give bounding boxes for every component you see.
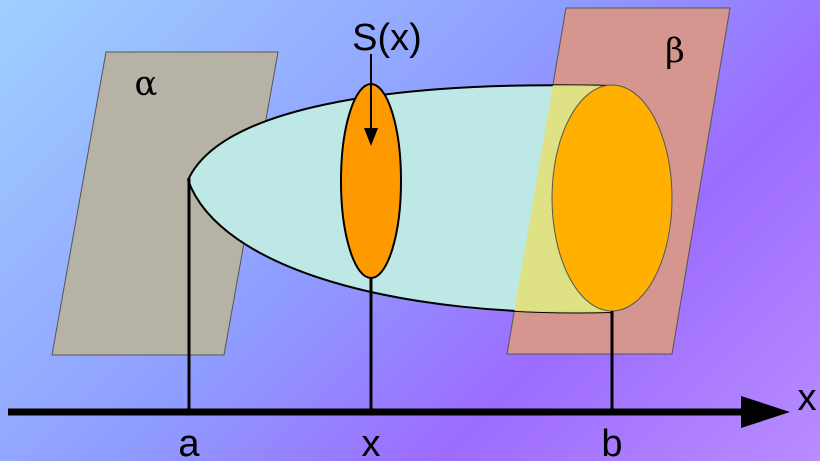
tick-label-a: a <box>178 423 200 461</box>
plane-alpha-label: α <box>135 64 158 104</box>
tick-label-b: b <box>601 423 622 461</box>
cross-section-label: S(x) <box>352 17 422 59</box>
axis-label: x <box>798 377 817 419</box>
plane-beta-label: β <box>665 31 685 71</box>
tick-label-x: x <box>362 423 381 461</box>
plane-alpha <box>51 51 279 356</box>
sx-pointer-arrowhead <box>364 128 378 146</box>
end-cross-section <box>551 84 673 312</box>
x-axis-arrowhead <box>741 396 790 428</box>
